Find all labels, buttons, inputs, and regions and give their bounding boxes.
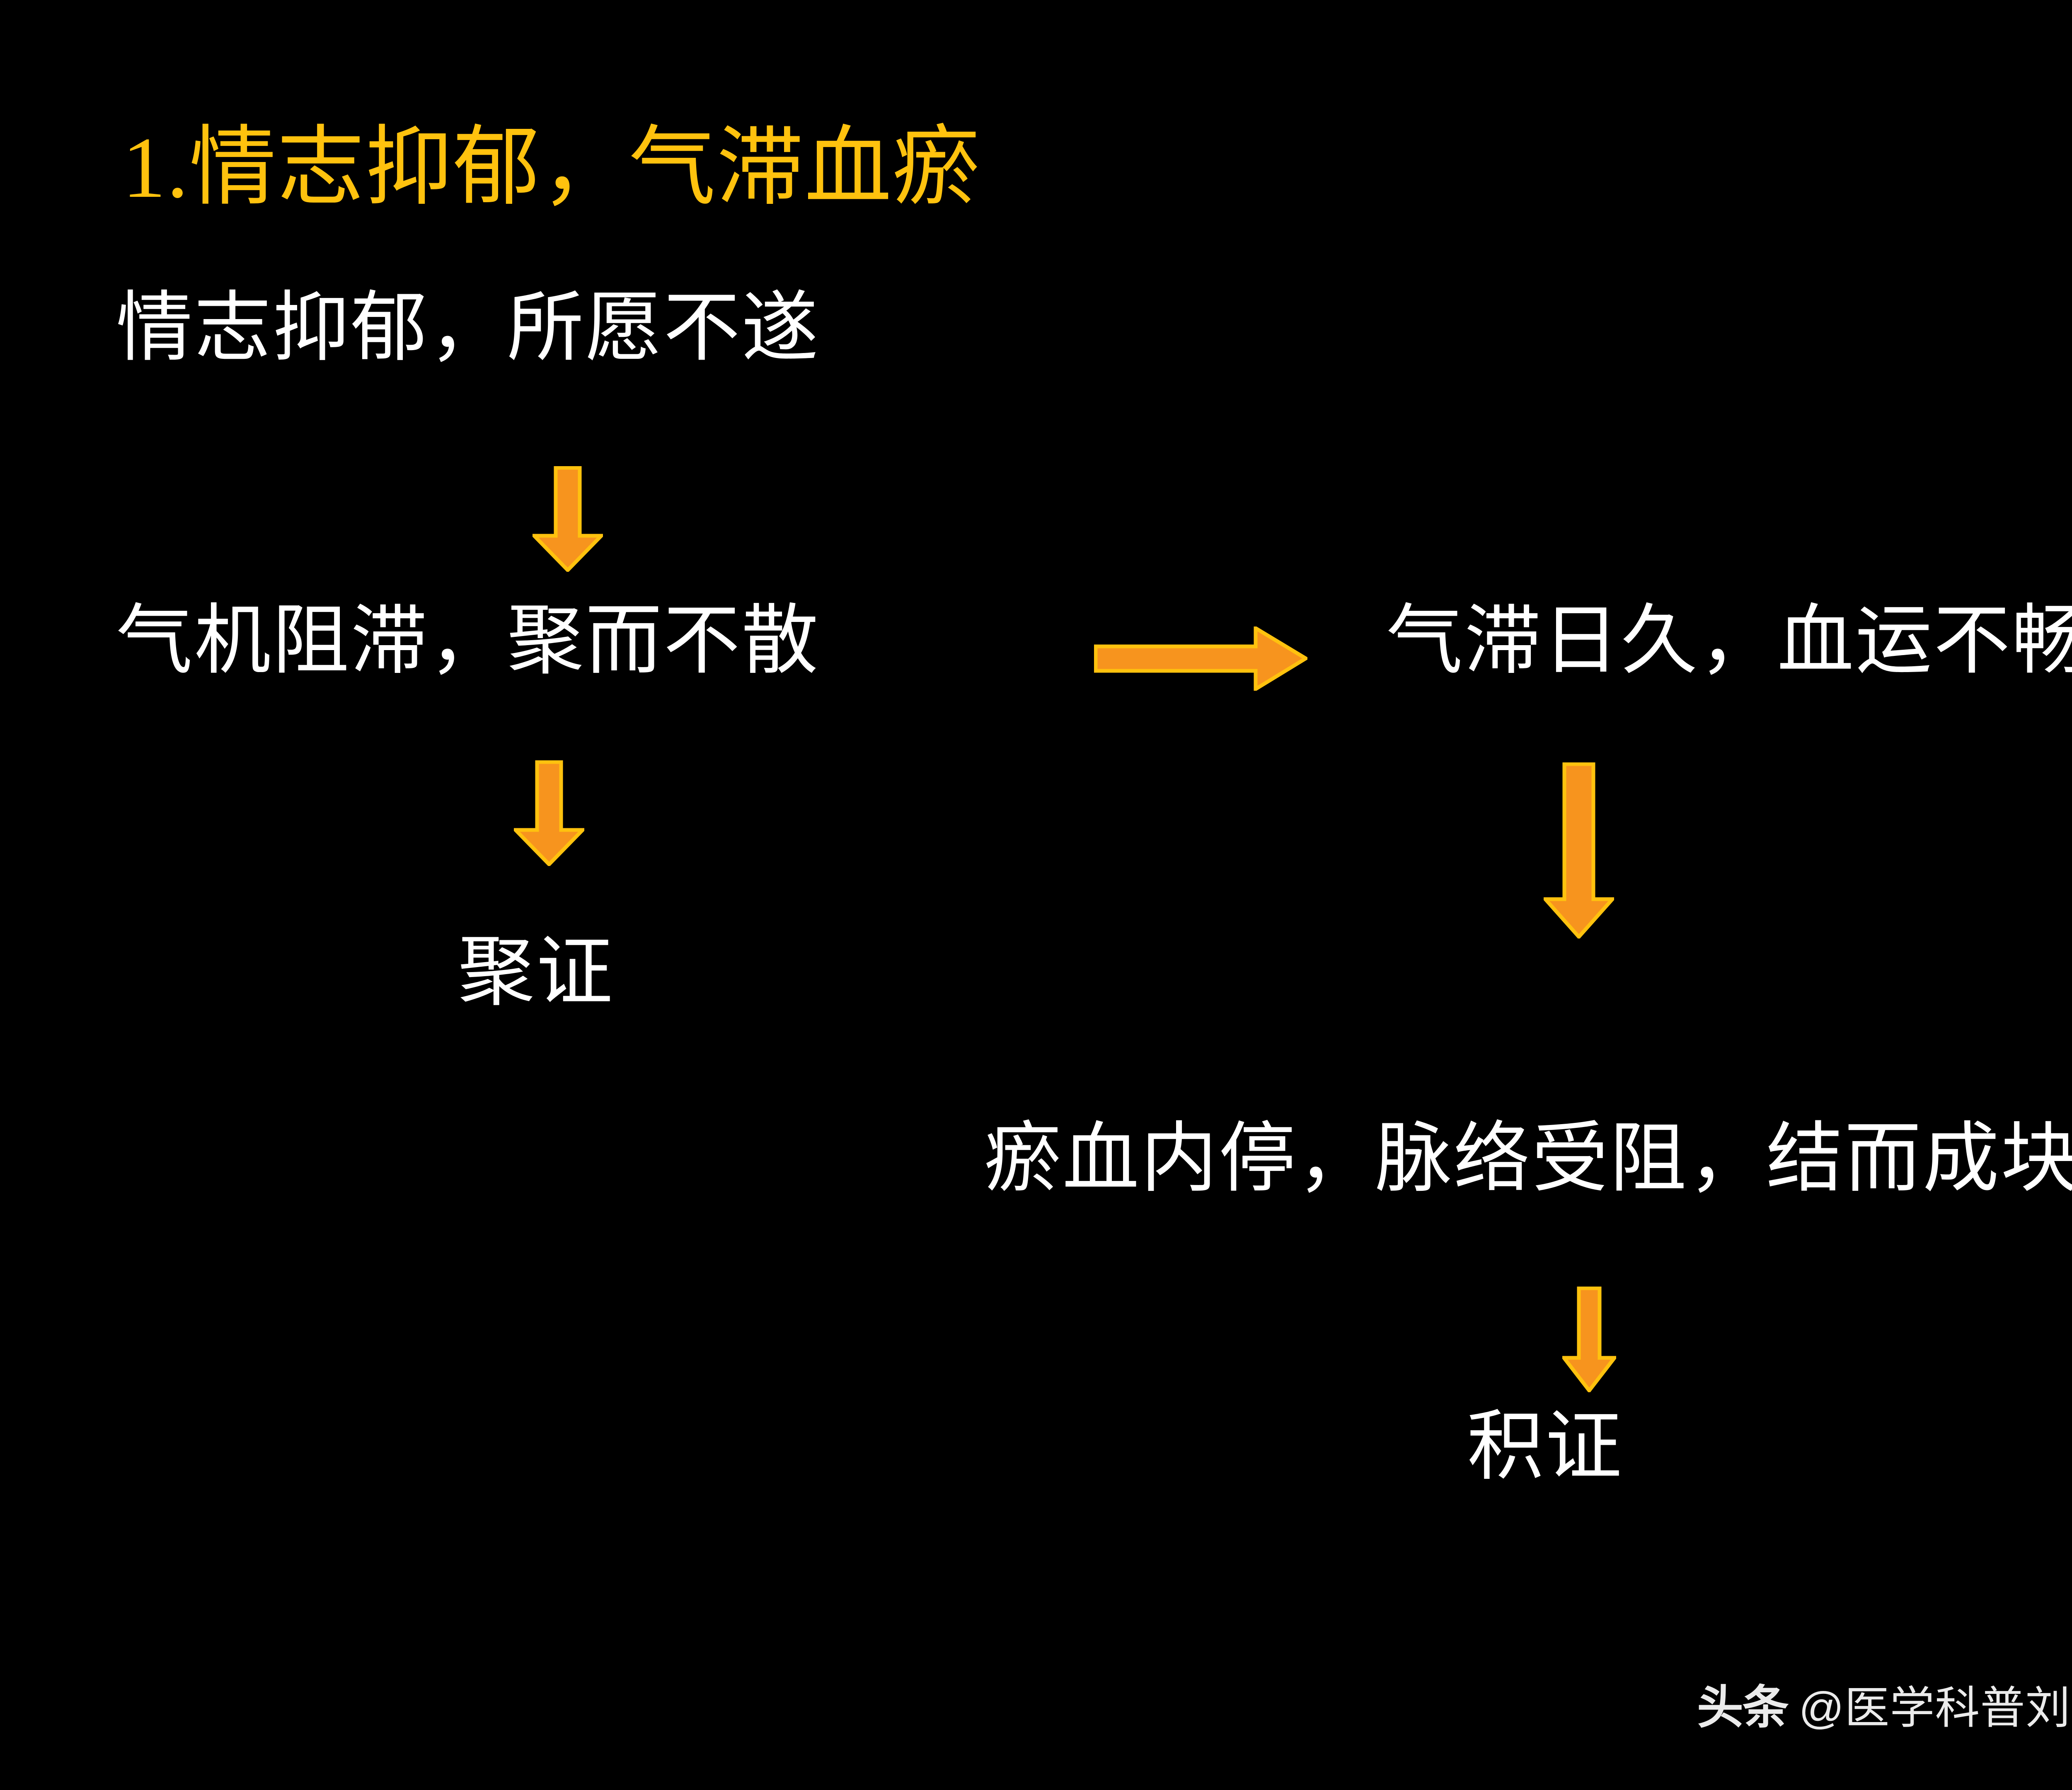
arrow-right-icon	[1094, 626, 1307, 691]
flow-node-juzheng: 聚证	[458, 930, 615, 1015]
arrow-down-icon	[514, 760, 584, 866]
flow-node-yuxue: 瘀血内停，脉络受阻，结而成块	[984, 1117, 2072, 1202]
flow-node-qiji: 气机阻滞，聚而不散	[116, 599, 820, 684]
watermark-handle: @医学科普刘医生	[1798, 1683, 2072, 1733]
arrow-down-icon	[1544, 762, 1614, 939]
flow-node-qingzhi: 情志抑郁，所愿不遂	[116, 286, 820, 371]
watermark: 头条 @医学科普刘医生	[1697, 1670, 2072, 1737]
page-title: 1.情志抑郁，气滞血瘀	[122, 120, 980, 216]
flow-node-jizheng: 积证	[1467, 1405, 1624, 1490]
arrow-down-icon	[533, 466, 603, 572]
arrow-down-icon	[1562, 1287, 1616, 1392]
watermark-logo: 头条	[1697, 1681, 1789, 1733]
flow-node-qizhi: 气滞日久，血运不畅	[1386, 599, 2072, 684]
